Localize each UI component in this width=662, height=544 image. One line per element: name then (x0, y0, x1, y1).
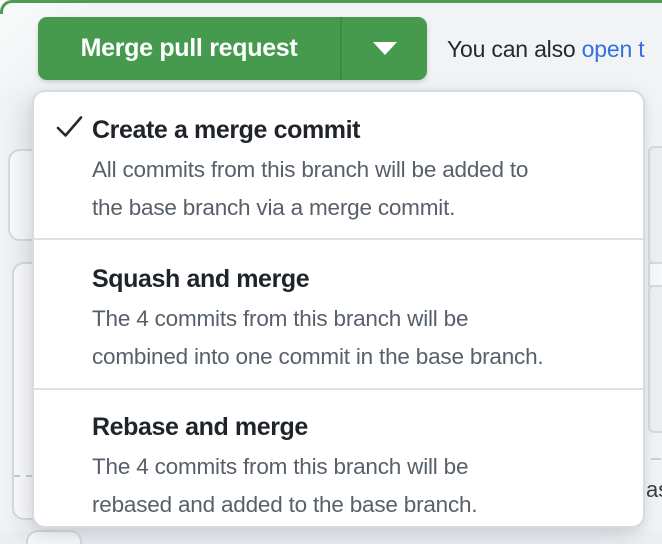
check-icon (56, 116, 83, 137)
merge-alternative-text: You can also open t (447, 35, 645, 63)
menu-item-title: Create a merge commit (92, 116, 361, 144)
background-box-right-top (648, 146, 662, 264)
merge-button-group: Merge pull request (38, 17, 427, 80)
background-bottom-strip (0, 531, 662, 544)
menu-item-description: The 4 commits from this branch will be r… (92, 448, 619, 524)
open-in-desktop-link[interactable]: open t (581, 36, 645, 62)
description-line: rebased and added to the base branch. (92, 492, 478, 517)
description-line: the base branch via a merge commit. (92, 195, 456, 220)
background-box-right-middle (648, 262, 662, 287)
merge-options-menu: Create a merge commit All commits from t… (32, 90, 645, 528)
menu-divider (34, 238, 643, 240)
background-partial-text: as (646, 477, 662, 502)
merge-alternative-text-prefix: You can also (447, 36, 582, 62)
menu-item-create-merge-commit[interactable]: Create a merge commit All commits from t… (34, 92, 643, 238)
merge-pull-request-button[interactable]: Merge pull request (38, 17, 342, 80)
description-line: All commits from this branch will be add… (92, 157, 529, 182)
background-box-right-lower (648, 285, 662, 433)
menu-item-title: Rebase and merge (92, 413, 308, 441)
menu-divider (34, 388, 643, 390)
background-green-box-border (0, 0, 662, 14)
description-line: The 4 commits from this branch will be (92, 454, 469, 479)
background-dash-left (14, 475, 32, 477)
menu-item-squash-and-merge[interactable]: Squash and merge The 4 commits from this… (34, 240, 643, 388)
merge-options-dropdown-button[interactable] (342, 17, 427, 80)
background-box-left-bottom (26, 530, 82, 544)
description-line: combined into one commit in the base bra… (92, 344, 544, 369)
dropdown-caret-icon (372, 42, 397, 55)
menu-item-rebase-and-merge[interactable]: Rebase and merge The 4 commits from this… (34, 390, 643, 526)
description-line: The 4 commits from this branch will be (92, 306, 469, 331)
menu-item-title: Squash and merge (92, 265, 310, 293)
menu-item-description: All commits from this branch will be add… (92, 151, 619, 227)
menu-item-description: The 4 commits from this branch will be c… (92, 300, 619, 376)
background-dash-right (651, 458, 661, 460)
